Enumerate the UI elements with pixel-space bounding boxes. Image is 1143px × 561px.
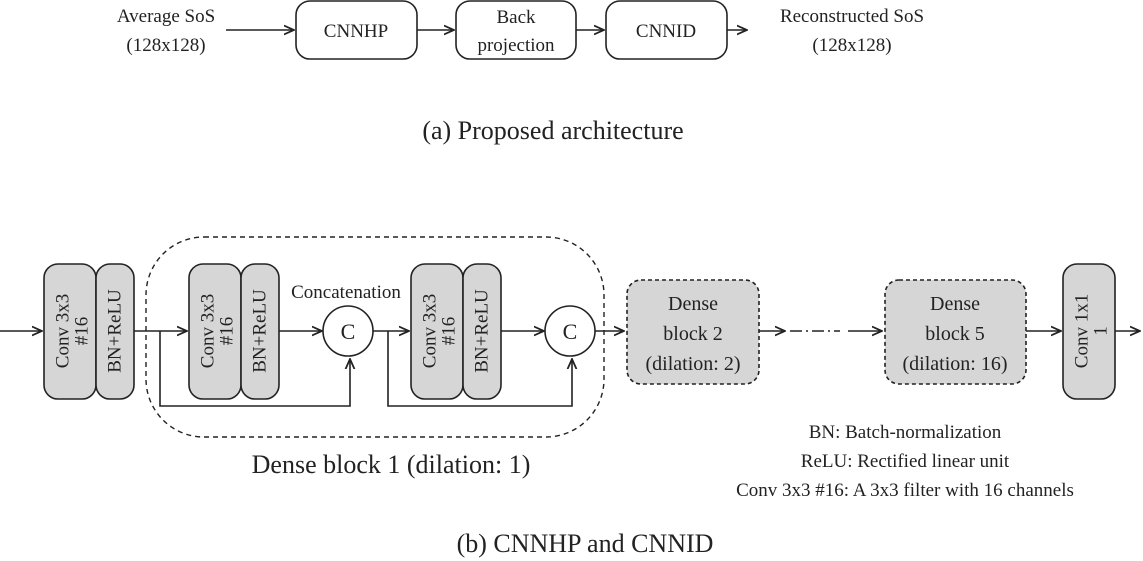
concat-node-1: C — [322, 305, 374, 357]
skip-connection-1 — [159, 331, 350, 407]
concat-node-2-label: C — [563, 319, 578, 344]
skip-connection-2 — [387, 331, 572, 407]
dense-conv-1: Conv 3x3 #16 BN+ReLU — [188, 263, 280, 400]
dense-conv-1-label-line-1: Conv 3x3 — [198, 294, 219, 368]
dense-conv-1-label-line-2: #16 — [217, 317, 238, 346]
part-a: Average SoS (128x128) CNNHP Back project… — [117, 0, 924, 145]
cnnid-label: CNNID — [636, 21, 696, 42]
conv-3x3-label-line-2: #16 — [72, 317, 93, 346]
dense-conv-2-label-line-2: #16 — [439, 317, 460, 346]
dense-bn-relu-1-label: BN+ReLU — [250, 289, 271, 373]
dense-block-5: Dense block 5 (dilation: 16) — [884, 279, 1027, 385]
dense-block-2-box — [626, 279, 760, 385]
caption-a: (a) Proposed architecture — [422, 116, 683, 145]
dense-block-5-line-1: Dense — [930, 293, 980, 315]
dense-conv-2-label-line-1: Conv 3x3 — [420, 294, 441, 368]
concat-node-1-label: C — [341, 319, 356, 344]
back-projection-block: Back projection — [455, 0, 577, 60]
legend-line-conv: Conv 3x3 #16: A 3x3 filter with 16 chann… — [736, 480, 1074, 501]
legend-line-bn: BN: Batch-normalization — [809, 422, 1002, 443]
part-b: Conv 3x3 #16 BN+ReLU Conv 3x3 #16 BN+ReL… — [0, 236, 1140, 558]
concatenation-label: Concatenation — [291, 282, 401, 303]
back-projection-label-line-1: Back — [496, 7, 536, 28]
cnnid-block: CNNID — [605, 0, 728, 60]
dense-block-5-line-3: (dilation: 16) — [903, 353, 1008, 375]
cnnhp-block: CNNHP — [295, 0, 418, 60]
conv-3x3-label-line-1: Conv 3x3 — [53, 294, 74, 368]
dense-block-1-label: Dense block 1 (dilation: 1) — [252, 450, 531, 479]
dense-block-5-box — [884, 279, 1027, 385]
conv-block-initial: Conv 3x3 #16 BN+ReLU — [43, 263, 135, 400]
input-label-line-1: Average SoS — [117, 6, 215, 27]
legend-line-relu: ReLU: Rectified linear unit — [801, 451, 1010, 472]
final-conv-label-line-2: 1 — [1091, 326, 1112, 336]
cnnhp-label: CNNHP — [324, 21, 388, 42]
final-conv-label-line-1: Conv 1x1 — [1072, 294, 1093, 368]
output-label-line-1: Reconstructed SoS — [780, 6, 924, 27]
caption-b: (b) CNNHP and CNNID — [457, 529, 714, 558]
dense-block-1-outline — [145, 236, 605, 438]
dense-block-2-line-1: Dense — [668, 293, 718, 315]
dense-block-2-line-2: block 2 — [663, 323, 722, 345]
output-label-line-2: (128x128) — [812, 35, 891, 56]
input-label-line-2: (128x128) — [126, 35, 205, 56]
final-conv-block: Conv 1x1 1 — [1062, 263, 1116, 400]
bn-relu-label: BN+ReLU — [105, 289, 126, 373]
dense-block-2: Dense block 2 (dilation: 2) — [626, 279, 760, 385]
dense-bn-relu-2-label: BN+ReLU — [472, 289, 493, 373]
dense-conv-2: Conv 3x3 #16 BN+ReLU — [410, 263, 502, 400]
concat-node-2: C — [544, 305, 596, 357]
dense-block-2-line-3: (dilation: 2) — [646, 353, 741, 375]
back-projection-label-line-2: projection — [477, 35, 555, 56]
legend: BN: Batch-normalization ReLU: Rectified … — [736, 422, 1074, 501]
dense-block-5-line-2: block 5 — [925, 323, 984, 345]
